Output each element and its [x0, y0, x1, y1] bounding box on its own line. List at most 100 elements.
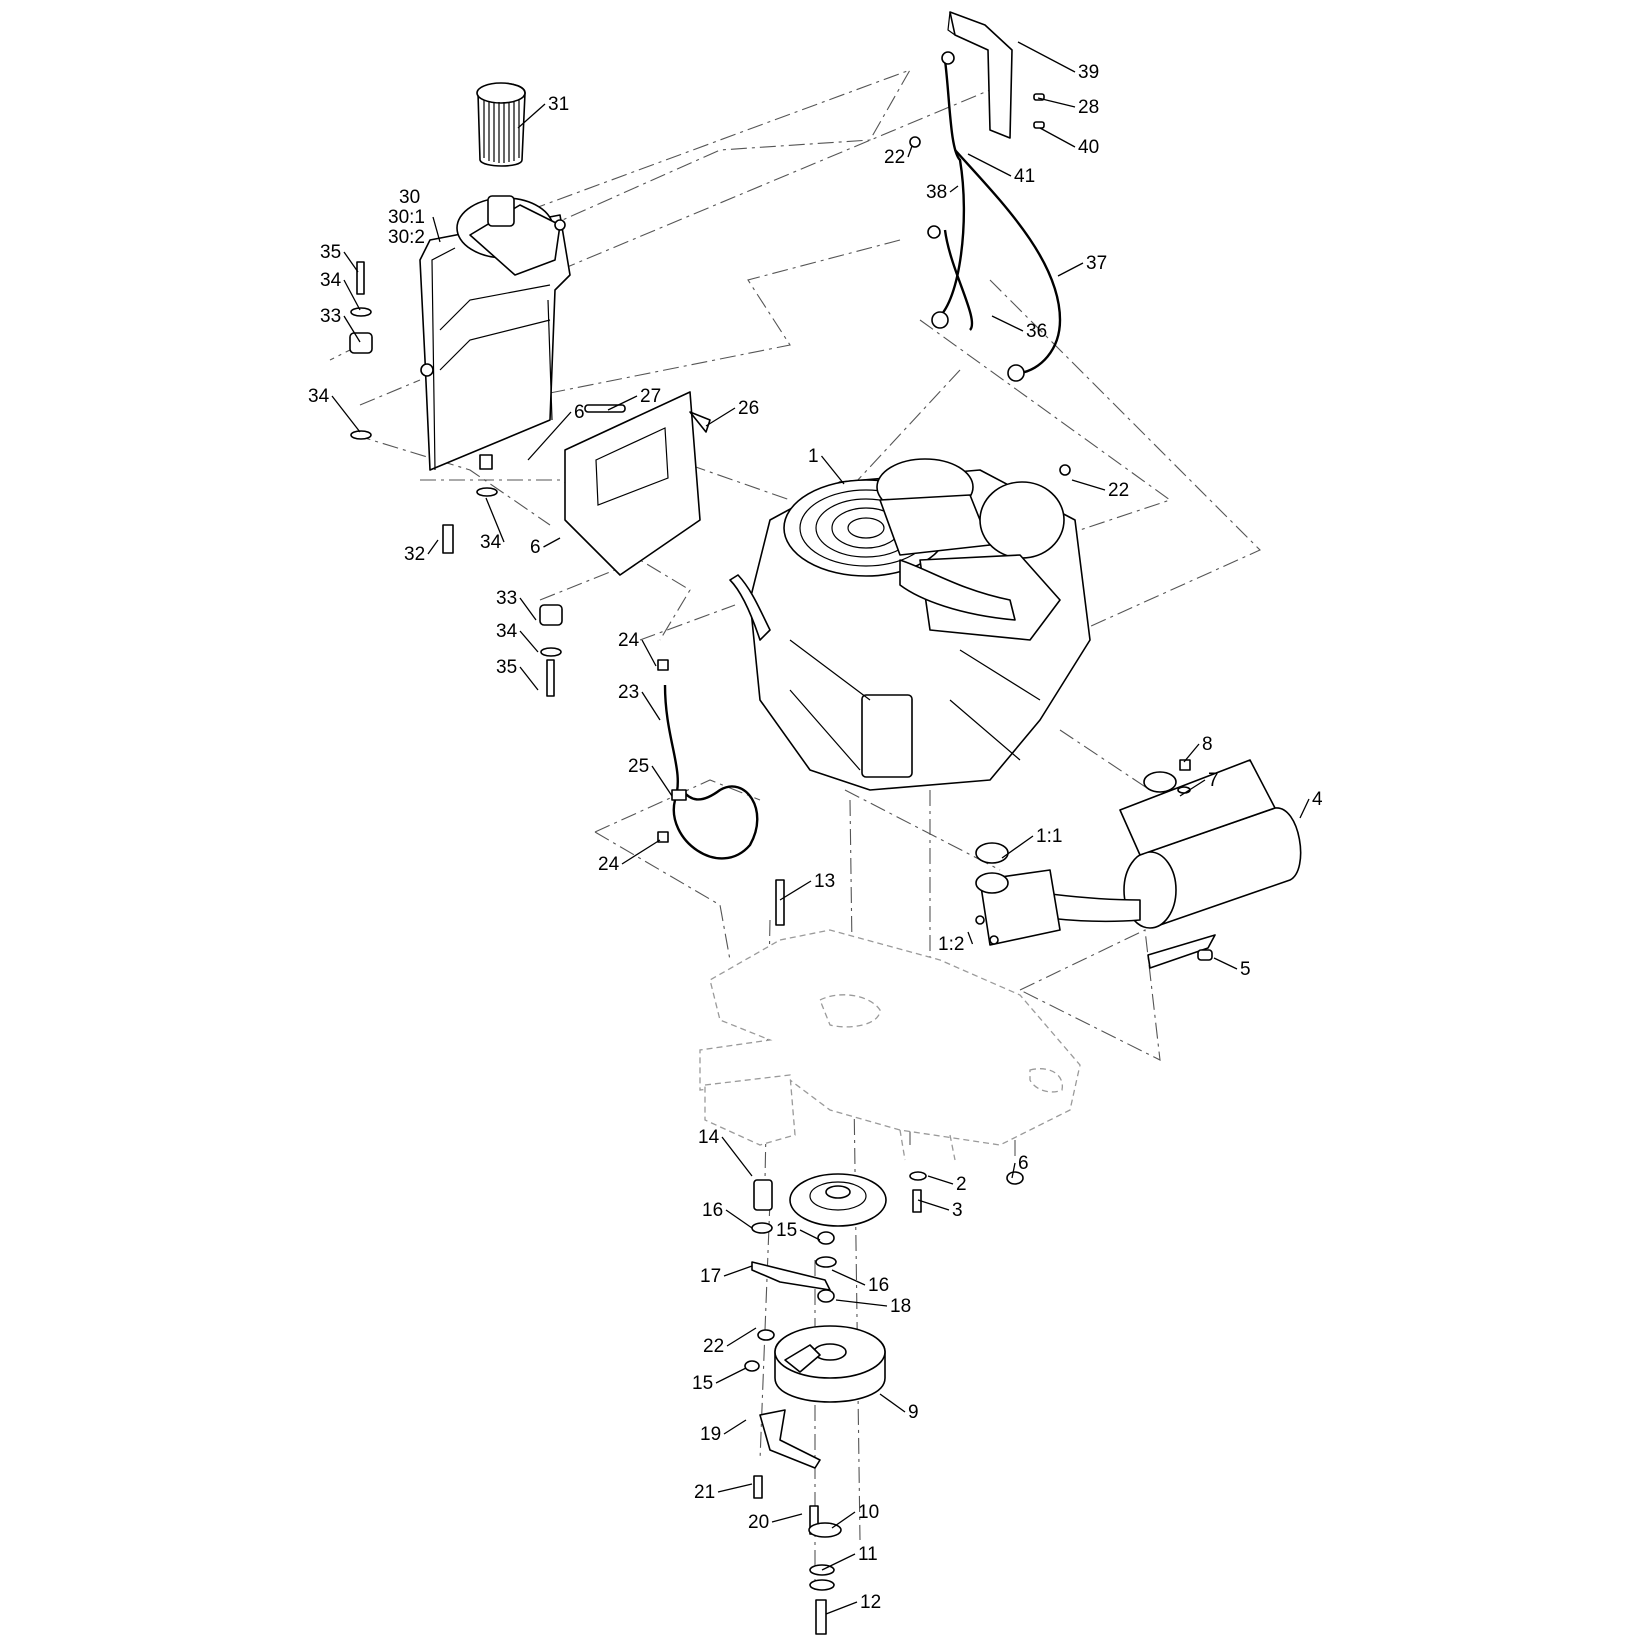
callout-leader — [543, 537, 561, 548]
callout-label: 12 — [860, 1592, 881, 1613]
callout-label: 36 — [1026, 321, 1047, 342]
callout-leader — [519, 630, 539, 653]
callout-leader — [641, 691, 661, 721]
callout-label: 18 — [890, 1296, 911, 1317]
callout-label: 31 — [548, 94, 569, 115]
callout-label: 37 — [1086, 253, 1107, 274]
callout-label: 4 — [1312, 789, 1323, 810]
callout-label: 9 — [908, 1402, 919, 1423]
fuel-tank — [419, 214, 571, 471]
exhaust-flange — [975, 872, 1009, 894]
callout-label: 22 — [703, 1336, 724, 1357]
callout-leader — [1299, 798, 1310, 819]
callout-label: 7 — [1208, 770, 1219, 791]
tank-mount-hardware — [349, 261, 563, 697]
callout-label: 30:1 — [388, 207, 425, 228]
electric-clutch — [774, 1325, 886, 1403]
callout-label: 1:2 — [938, 934, 964, 955]
callout-label: 40 — [1078, 137, 1099, 158]
hose-lines — [909, 51, 1071, 476]
callout-leader — [517, 103, 546, 129]
callout-label: 21 — [694, 1482, 715, 1503]
callout-leader — [917, 1199, 950, 1211]
callout-leader — [1057, 262, 1084, 277]
tank-mount-hole — [420, 363, 434, 377]
callout-label: 16 — [868, 1275, 889, 1296]
fuel-line-tube — [729, 574, 771, 641]
hose-clamp — [657, 659, 669, 671]
callout-leader — [343, 279, 361, 311]
callout-label: 2 — [956, 1174, 967, 1195]
callout-label: 20 — [748, 1512, 769, 1533]
callout-label: 25 — [628, 756, 649, 777]
callout-leader — [1017, 41, 1076, 73]
callout-label: 28 — [1078, 97, 1099, 118]
callout-label: 23 — [618, 682, 639, 703]
callout-label: 26 — [738, 398, 759, 419]
callout-label: 24 — [618, 630, 640, 651]
callout-label: 5 — [1240, 959, 1251, 980]
callout-leader — [725, 1209, 753, 1229]
callout-label: 15 — [692, 1373, 713, 1394]
callout-leader — [835, 1299, 888, 1307]
callout-leader — [967, 931, 974, 945]
callout-label: 41 — [1014, 166, 1035, 187]
muffler-bracket — [1147, 934, 1216, 969]
heat-shield-plate — [564, 391, 711, 576]
callout-leader — [705, 407, 736, 427]
callout-label: 27 — [640, 386, 661, 407]
callout-leader — [991, 315, 1024, 332]
fuel-filter — [476, 82, 526, 167]
callout-label: 19 — [700, 1424, 721, 1445]
callout-label: 1 — [808, 446, 819, 467]
hose-clamp — [657, 831, 669, 843]
callout-leader — [721, 1136, 753, 1177]
callout-leader — [1037, 97, 1076, 108]
callout-leader — [427, 539, 439, 555]
callout-leader — [723, 1419, 747, 1435]
callout-leader — [715, 1367, 747, 1384]
callout-label: 34 — [308, 386, 330, 407]
callout-label: 30 — [399, 187, 420, 208]
callout-label: 3 — [952, 1200, 963, 1221]
callout-label: 14 — [698, 1127, 720, 1148]
callout-label: 6 — [530, 537, 541, 558]
callout-leader — [771, 1513, 803, 1523]
exhaust-flange — [975, 842, 1009, 864]
tank-cap-filter-housing — [456, 195, 566, 276]
callout-leader — [717, 1483, 753, 1493]
callout-label: 1:1 — [1036, 826, 1062, 847]
callout-leader — [879, 1393, 906, 1413]
callout-leader — [432, 216, 441, 243]
tank-bracket-tab — [479, 454, 493, 470]
callout-label: 32 — [404, 544, 425, 565]
callout-label: 6 — [1018, 1153, 1029, 1174]
callout-leader — [949, 185, 959, 193]
callout-label: 15 — [776, 1220, 797, 1241]
engine-assembly — [729, 458, 1091, 791]
callout-leader — [1183, 743, 1200, 763]
clutch-hardware — [744, 879, 1024, 1635]
callout-leader — [821, 1553, 856, 1571]
callout-leader — [527, 411, 572, 461]
starter-solenoid-box — [861, 694, 913, 778]
callout-label: 34 — [320, 270, 342, 291]
callout-leader — [927, 1175, 954, 1185]
callout-leader — [779, 880, 812, 901]
muffler — [975, 759, 1302, 969]
callout-label: 33 — [496, 588, 517, 609]
callout-leader — [1001, 835, 1034, 859]
callout-label: 35 — [320, 242, 341, 263]
callout-leader — [907, 145, 913, 158]
clutch-tab — [784, 1344, 821, 1373]
callout-leader — [967, 153, 1012, 177]
callout-leader — [519, 666, 539, 691]
callout-leader — [1011, 1162, 1016, 1179]
callout-leader — [825, 1601, 858, 1615]
callout-leader — [343, 315, 361, 343]
callout-label: 8 — [1202, 734, 1213, 755]
callout-leader — [820, 455, 845, 485]
callout-label: 11 — [858, 1544, 878, 1565]
